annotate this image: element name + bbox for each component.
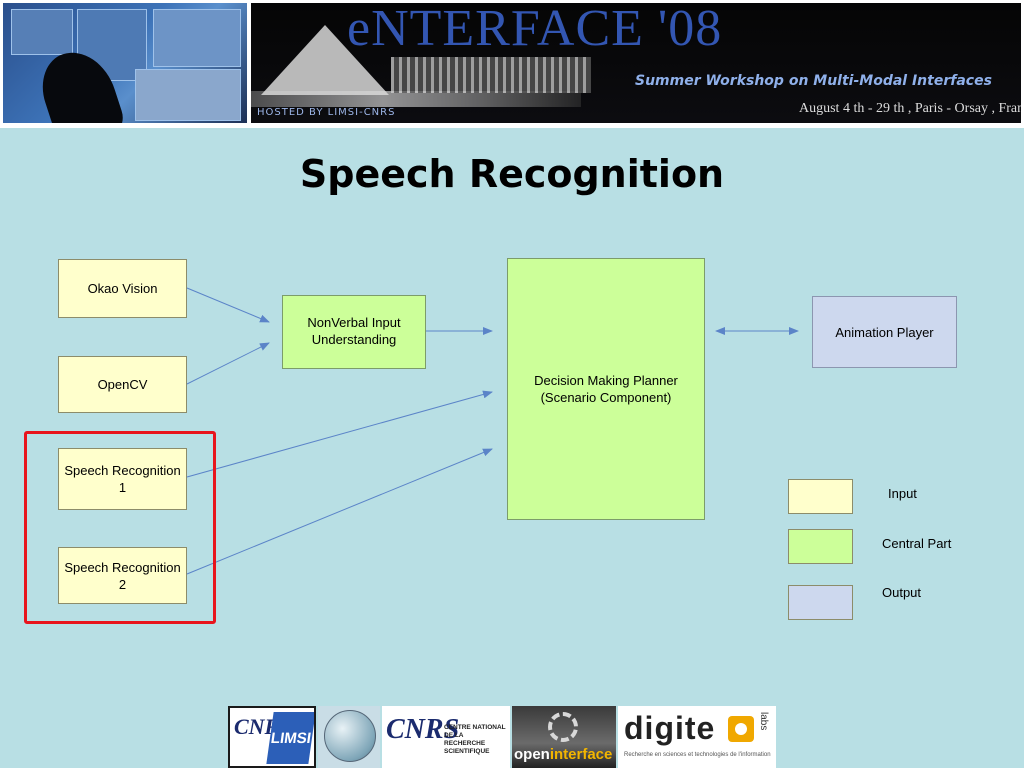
node-label: Speech Recognition 1 — [64, 463, 181, 495]
openinterface-logo: openinterface — [512, 706, 616, 768]
arrow-sr2-to-planner — [186, 448, 493, 575]
cnrs-full-name: CENTRE NATIONAL DE LA RECHERCHE SCIENTIF… — [444, 724, 506, 755]
cnrs-limsi-logo: CNRS LIMSI — [228, 706, 316, 768]
workshop-banner: eNTERFACE '08 Summer Workshop on Multi-M… — [0, 0, 1024, 128]
node-animation-player: Animation Player — [812, 296, 957, 368]
node-speech-recognition-2: Speech Recognition 2 — [58, 547, 187, 604]
arrow-sr1-to-planner — [186, 390, 493, 478]
banner-hosted-by: HOSTED BY LIMSI-CNRS — [257, 107, 396, 118]
legend-label-output: Output — [882, 585, 922, 600]
digiteo-tagline: Recherche en sciences et technologies de… — [624, 752, 771, 758]
openinterface-open: open — [514, 746, 550, 763]
digiteo-logo: digite labs Recherche en sciences et tec… — [618, 706, 776, 768]
louvre-reflection — [251, 91, 581, 107]
node-opencv: OpenCV — [58, 356, 187, 413]
node-label: OpenCV — [97, 377, 148, 392]
node-label: NonVerbal Input Understanding — [307, 315, 401, 347]
banner-photo — [3, 3, 247, 123]
banner-dates: August 4 th - 29 th , Paris - Orsay , Fr… — [799, 101, 1021, 116]
banner-title: eNTERFACE '08 — [347, 3, 723, 57]
legend-label-input: Input — [888, 486, 917, 501]
photo-panel — [153, 9, 241, 67]
arrow-opencv-to-nonverbal — [186, 342, 270, 385]
sponsor-logos: CNRS LIMSI CNRS CENTRE NATIONAL DE LA RE… — [228, 706, 776, 768]
louvre-building — [391, 57, 591, 93]
openinterface-interface: interface — [549, 746, 613, 763]
digiteo-o-icon — [728, 716, 754, 742]
legend-swatch-input — [788, 479, 853, 514]
speech-recognition-highlight — [24, 431, 216, 624]
banner-subtitle: Summer Workshop on Multi-Modal Interface… — [635, 73, 992, 89]
globe-logo — [318, 706, 380, 768]
legend-label-central: Central Part — [882, 536, 952, 551]
node-nonverbal-input-understanding: NonVerbal Input Understanding — [282, 295, 426, 369]
node-decision-making-planner: Decision Making Planner (Scenario Compon… — [507, 258, 705, 520]
limsi-logo-text: LIMSI — [266, 712, 314, 764]
globe-icon — [324, 710, 376, 762]
arrow-okao-to-nonverbal — [186, 287, 270, 323]
louvre-pyramid-icon — [261, 25, 389, 95]
cnrs-logo: CNRS CENTRE NATIONAL DE LA RECHERCHE SCI… — [382, 706, 510, 768]
node-okao-vision: Okao Vision — [58, 259, 187, 318]
node-label: Okao Vision — [87, 281, 158, 296]
node-speech-recognition-1: Speech Recognition 1 — [58, 448, 187, 510]
digiteo-wordmark: digite — [624, 710, 716, 746]
legend-swatch-output — [788, 585, 853, 620]
node-label: Decision Making Planner (Scenario Compon… — [534, 373, 678, 405]
openinterface-wordmark: openinterface — [514, 746, 612, 763]
banner-header: eNTERFACE '08 Summer Workshop on Multi-M… — [251, 3, 1021, 123]
gear-icon — [548, 712, 578, 742]
photo-panel — [135, 69, 241, 121]
page-title: Speech Recognition — [299, 152, 725, 196]
legend-swatch-central — [788, 529, 853, 564]
node-label: Speech Recognition 2 — [64, 559, 181, 592]
photo-panel — [11, 9, 73, 55]
digiteo-labs: labs — [758, 712, 769, 731]
cnrs-mark: CNRS — [386, 714, 460, 745]
node-label: Animation Player — [835, 324, 934, 340]
